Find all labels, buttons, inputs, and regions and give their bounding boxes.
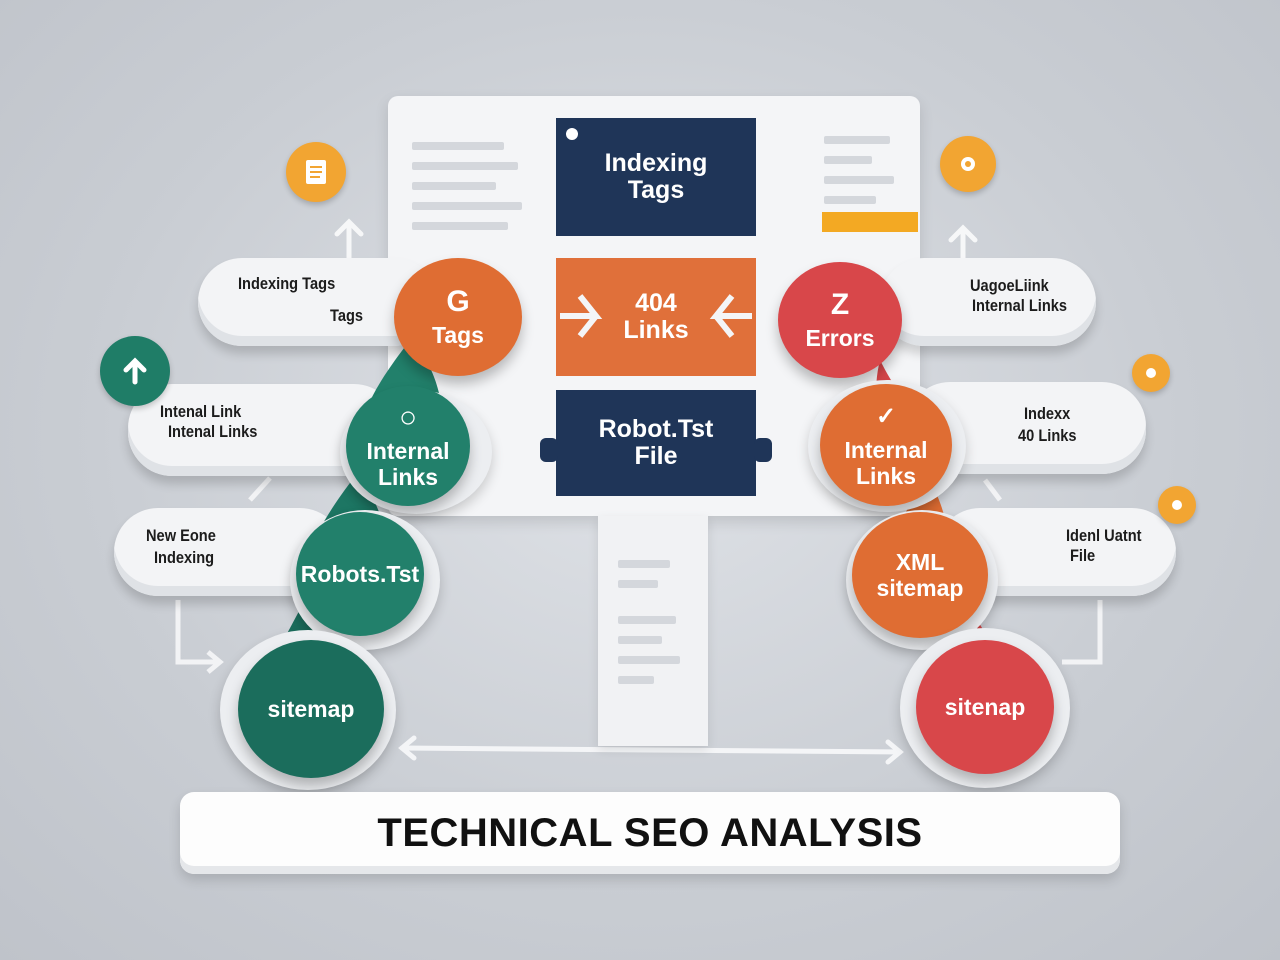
dot-icon: [566, 128, 578, 140]
left-mid-connector: [248, 476, 272, 502]
right-pill-2-line1: Indexx: [1024, 404, 1071, 423]
gear-icon: [940, 136, 996, 192]
left-pill-2-line2: Intenal Links: [168, 422, 258, 441]
page-title: TECHNICAL SEO ANALYSIS: [377, 810, 923, 855]
right-node-errors-label: Errors: [805, 325, 875, 351]
left-up-arrow: [334, 218, 364, 265]
highlight-bar: [822, 212, 918, 232]
right-pill-2-line2: 40 Links: [1018, 426, 1077, 445]
right-mid-connector: [983, 478, 1002, 502]
right-pill-3-line2: File: [1070, 546, 1096, 565]
left-node-robots: Robots.Tst: [296, 512, 424, 636]
right-node-sitenap: sitenap: [916, 640, 1054, 774]
left-pill-3-line2: Indexing: [154, 548, 215, 567]
right-node-xml-sitemap-label: XML sitemap: [876, 549, 964, 601]
right-node-xml-sitemap: XML sitemap: [852, 512, 988, 638]
error-icon: Z: [830, 288, 850, 321]
left-pill-1-line1: Indexing Tags: [238, 274, 336, 293]
gear-small-icon: [1132, 354, 1170, 392]
left-node-sitemap: sitemap: [238, 640, 384, 778]
right-bottom-connector: [1062, 600, 1103, 665]
left-node-robots-label: Robots.Tst: [300, 561, 420, 587]
gear-small-icon-2: [1158, 486, 1196, 524]
left-bottom-connector: [175, 600, 224, 674]
left-node-internal-links: ○ Internal Links: [346, 386, 470, 506]
title-banner: TECHNICAL SEO ANALYSIS: [180, 792, 1120, 874]
left-node-internal-links-label: Internal Links: [366, 438, 450, 490]
right-pill-1-line2: Internal Links: [972, 296, 1068, 315]
central-stem: [598, 516, 708, 746]
double-arrow: [399, 745, 903, 755]
left-node-sitemap-label: sitemap: [267, 696, 355, 722]
right-up-arrow: [948, 224, 978, 261]
document-icon: [286, 142, 346, 202]
left-pill-1-line2: Tags: [330, 306, 364, 325]
indexing-tags-label: Indexing Tags: [604, 149, 708, 204]
indexing-tags-box: Indexing Tags: [556, 118, 756, 236]
left-pill-2-line1: Intenal Link: [160, 402, 242, 421]
right-node-sitenap-label: sitenap: [944, 694, 1026, 720]
left-node-tags: G Tags: [394, 258, 522, 376]
left-node-tags-label: Tags: [432, 322, 484, 348]
left-pill-3-line1: New Eone: [146, 526, 216, 545]
circle-icon: ○: [398, 401, 418, 434]
robot-file-label: Robot.Tst File: [598, 415, 714, 470]
right-pill-1-line1: UagoeLiink: [970, 276, 1049, 295]
right-node-errors: Z Errors: [778, 262, 902, 378]
right-pill-3-line1: Idenl Uatnt: [1066, 526, 1142, 545]
right-node-internal-links: ✓ Internal Links: [820, 384, 952, 506]
404-links-label: 404 Links: [623, 289, 689, 344]
right-node-internal-links-label: Internal Links: [844, 437, 928, 489]
right-pill-1: UagoeLiink Internal Links: [880, 258, 1096, 346]
g-icon: G: [446, 285, 470, 318]
arrow-up-icon: [100, 336, 170, 406]
robot-file-box: Robot.Tst File: [556, 390, 756, 496]
check-icon: ✓: [875, 403, 897, 430]
